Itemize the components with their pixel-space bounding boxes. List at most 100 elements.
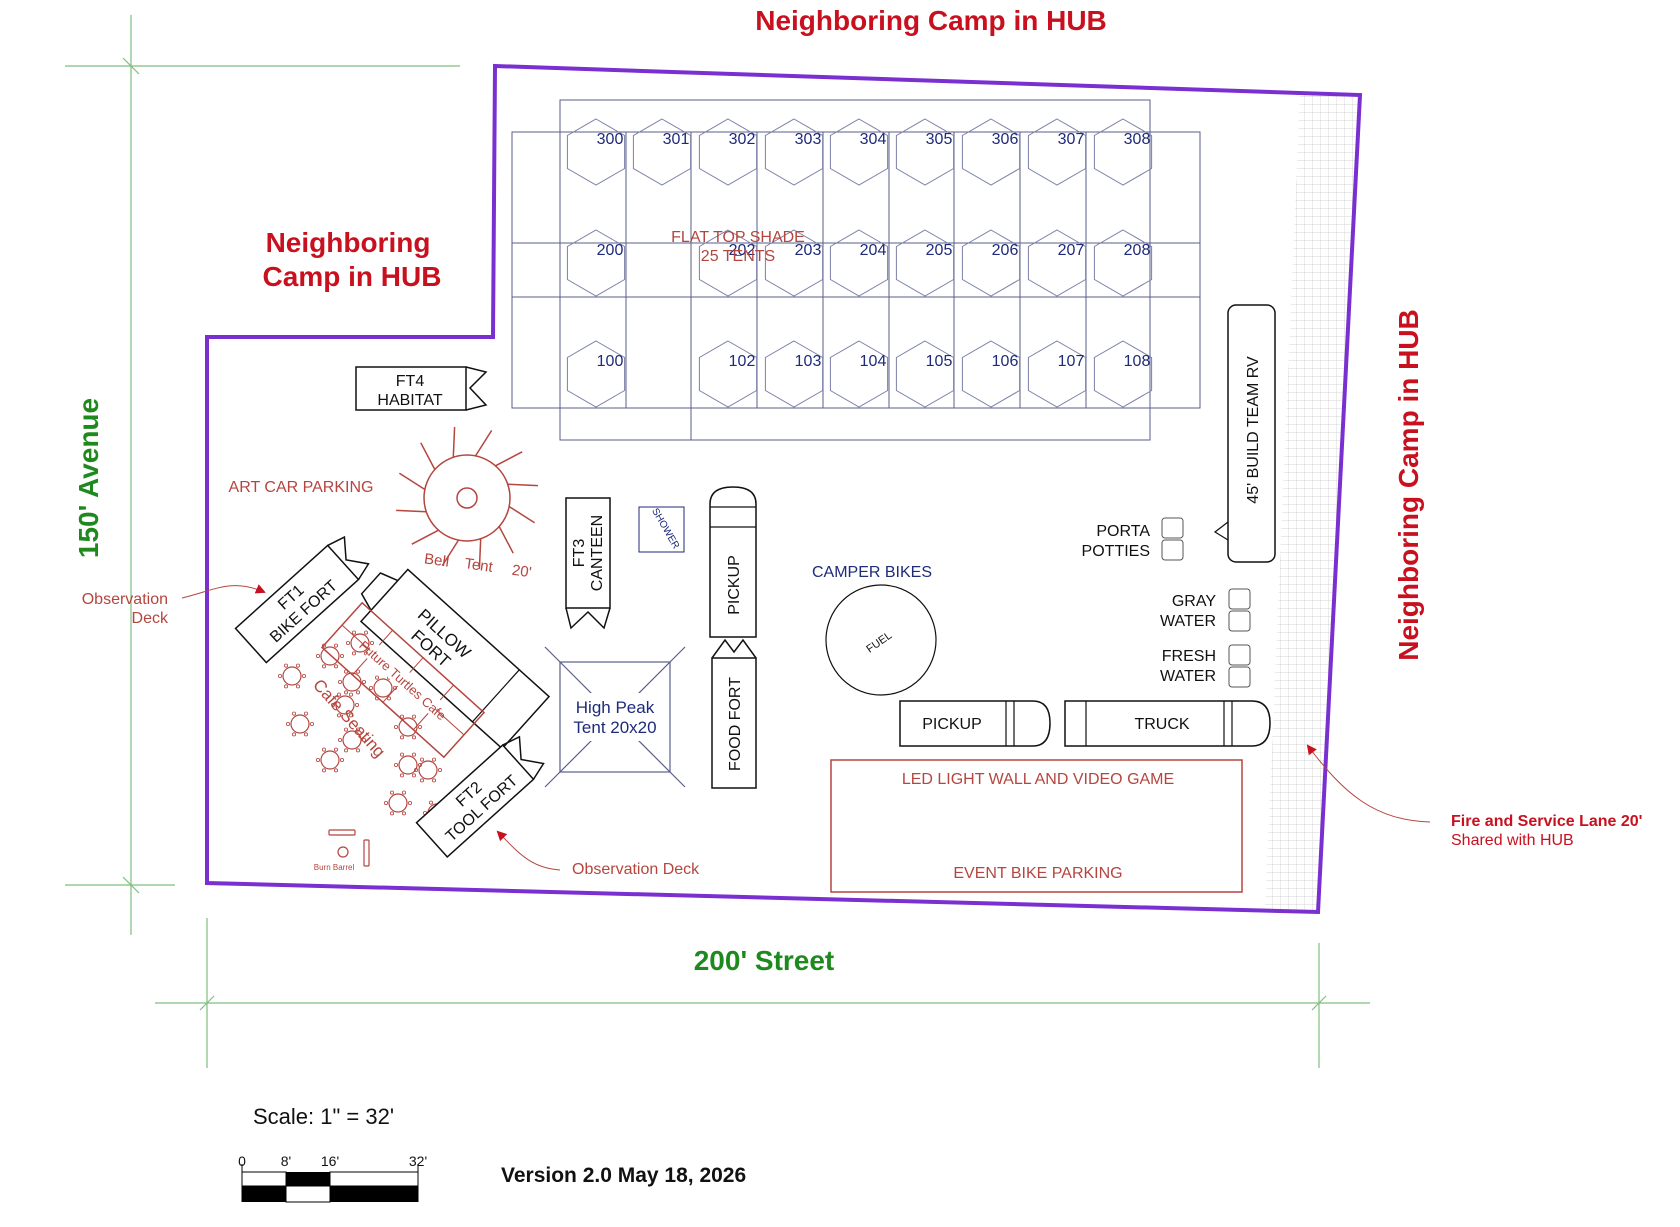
heading-left-neighbor-2: Camp in HUB [263, 261, 442, 292]
cafe-chair [401, 811, 406, 816]
pickup-horizontal: PICKUP [899, 700, 1051, 747]
rv-label: 45' BUILD TEAM RV [1245, 356, 1262, 504]
ft3-label-2: CANTEEN [589, 515, 606, 591]
fire-service-lane [1265, 92, 1360, 912]
cafe-chair [355, 669, 360, 674]
cafe-chair [351, 651, 356, 656]
tent-number-label: 200 [597, 242, 624, 259]
event-bike-label: EVENT BIKE PARKING [953, 865, 1122, 882]
cafe-chair [315, 654, 320, 659]
cafe-chair [355, 690, 360, 695]
led-wall-label: LED LIGHT WALL AND VIDEO GAME [902, 771, 1174, 788]
heading-right-neighbor: Neighboring Camp in HUB [1393, 309, 1424, 661]
tent-hex [764, 340, 824, 408]
tent-number-label: 100 [597, 353, 624, 370]
ft3-canteen: FT3 CANTEEN [565, 497, 611, 630]
tent-hex [895, 340, 955, 408]
high-peak-label-2: Tent 20x20 [573, 718, 656, 737]
cafe-chair [283, 663, 288, 668]
high-peak-label-bg [566, 693, 664, 741]
cafe-chair [291, 732, 296, 737]
bell-tent-spike [508, 505, 536, 524]
tent-number-label: 303 [795, 131, 822, 148]
tent-hex [566, 229, 626, 297]
cafe-chair [348, 692, 353, 697]
led-wall-area [830, 759, 1243, 893]
cafe-chair [411, 752, 416, 757]
cafe-chair [419, 757, 424, 762]
fire-lane-label-2: Shared with HUB [1451, 832, 1574, 849]
cafe-chair [411, 714, 416, 719]
tent-number-label: 305 [926, 131, 953, 148]
cafe-chair [333, 664, 338, 669]
truck: TRUCK [1064, 700, 1271, 747]
camper-bikes-label: CAMPER BIKES [812, 564, 932, 581]
cafe-chair [333, 747, 338, 752]
bell-tent [396, 427, 538, 569]
tent-hex [961, 118, 1021, 186]
cafe-chair [303, 732, 308, 737]
tent-hex [895, 229, 955, 297]
cafe-chair [413, 768, 418, 773]
bell-tent-spike [411, 529, 439, 545]
ft4-habitat: FT4 HABITAT [355, 366, 488, 411]
tent-number-label: 302 [729, 131, 756, 148]
cafe-seat [373, 678, 393, 698]
burn-barrel-label: Burn Barrel [314, 863, 355, 872]
cafe-seat [388, 793, 408, 813]
bell-tent-label-1: Bell [423, 550, 450, 570]
tent-number-label: 208 [1124, 242, 1151, 259]
tent-hex [961, 340, 1021, 408]
cafe-chair [419, 778, 424, 783]
cafe-chair [291, 711, 296, 716]
porta-label-1: PORTA [1096, 523, 1150, 540]
cafe-chair [343, 690, 348, 695]
fire-lane-label-1: Fire and Service Lane 20' [1451, 813, 1642, 830]
cafe-chair [333, 768, 338, 773]
tent-number-label: 103 [795, 353, 822, 370]
tent-number-label: 104 [860, 353, 887, 370]
truck-label: TRUCK [1134, 716, 1189, 733]
bell-tent-spike [396, 509, 427, 513]
tent-number-label: 203 [795, 242, 822, 259]
cafe-chair [361, 680, 366, 685]
obs-deck-bottom-label: Observation Deck [572, 861, 700, 878]
dimension-lines [65, 15, 1370, 1068]
cafe-chair [374, 675, 379, 680]
high-peak-label-1: High Peak [576, 698, 655, 717]
cafe-seat [398, 755, 418, 775]
scale-tick-32: 32' [409, 1153, 427, 1169]
ft3-label-1: FT3 [571, 539, 588, 568]
tent-hex [698, 229, 758, 297]
gray-water-label-1: GRAY [1172, 593, 1216, 610]
cafe-chair [386, 696, 391, 701]
tent-hex [698, 118, 758, 186]
cafe-chair [339, 758, 344, 763]
cafe-chair [369, 641, 374, 646]
cafe-chair [285, 722, 290, 727]
cafe-chair [363, 651, 368, 656]
tent-hex [566, 118, 626, 186]
cafe-chair [428, 800, 433, 805]
tent-number-label: 202 [729, 242, 756, 259]
tent-hex [829, 229, 889, 297]
fuel-tank: FUEL [825, 584, 937, 696]
cafe-seat [418, 760, 438, 780]
ft4-label-2: HABITAT [377, 392, 442, 409]
cafe-chair [407, 801, 412, 806]
tent-hex [1027, 340, 1087, 408]
art-car-parking-label: ART CAR PARKING [229, 479, 374, 496]
cafe-chair [368, 686, 373, 691]
tent-hex [764, 229, 824, 297]
street-label: 200' Street [694, 945, 835, 976]
cafe-chair [336, 713, 341, 718]
tent-number-label: 105 [926, 353, 953, 370]
scale-label: Scale: 1" = 32' [253, 1104, 394, 1129]
porta-label-2: POTTIES [1082, 543, 1150, 560]
tent-number-label: 304 [860, 131, 887, 148]
bell-tent-spike [420, 442, 436, 470]
tent-hex [829, 118, 889, 186]
cafe-chair [295, 663, 300, 668]
